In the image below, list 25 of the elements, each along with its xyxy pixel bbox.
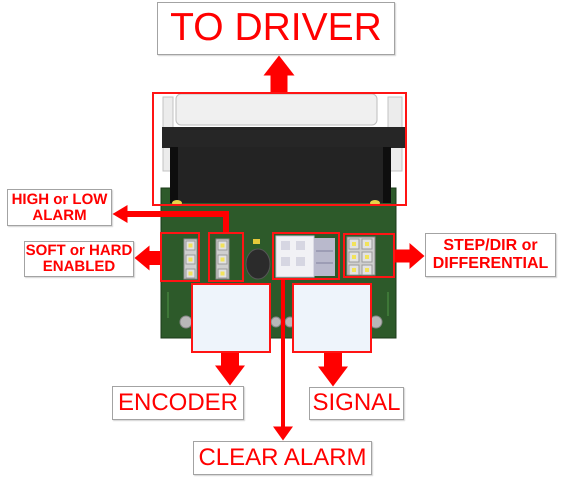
arrow <box>264 56 294 92</box>
highlight-frame <box>160 232 200 282</box>
highlight-frame <box>272 232 340 280</box>
highlight-frame <box>208 232 244 282</box>
arrow <box>273 280 293 440</box>
arrow <box>395 243 424 269</box>
callout-label: CLEAR ALARM <box>198 444 367 472</box>
callout-box <box>193 441 372 475</box>
callout-label: SIGNAL <box>312 390 401 417</box>
highlight-frame <box>191 283 271 353</box>
arrow <box>318 353 348 386</box>
highlight-frame <box>292 283 372 353</box>
arrow <box>112 205 229 232</box>
arrow <box>215 353 245 386</box>
callout-box <box>112 386 244 420</box>
callout-label: HIGH or LOW ALARM <box>10 192 108 224</box>
callout-label: ENCODER <box>118 390 238 416</box>
callout-label: SOFT or HARD ENABLED <box>25 243 133 275</box>
callout-box <box>157 2 395 55</box>
callout-label: TO DRIVER <box>170 7 382 50</box>
callout-box <box>425 233 556 277</box>
highlight-frame <box>152 92 407 206</box>
arrow <box>134 246 160 270</box>
callout-label: STEP/DIR or DIFFERENTIAL <box>432 237 550 273</box>
highlight-frame <box>343 233 395 278</box>
